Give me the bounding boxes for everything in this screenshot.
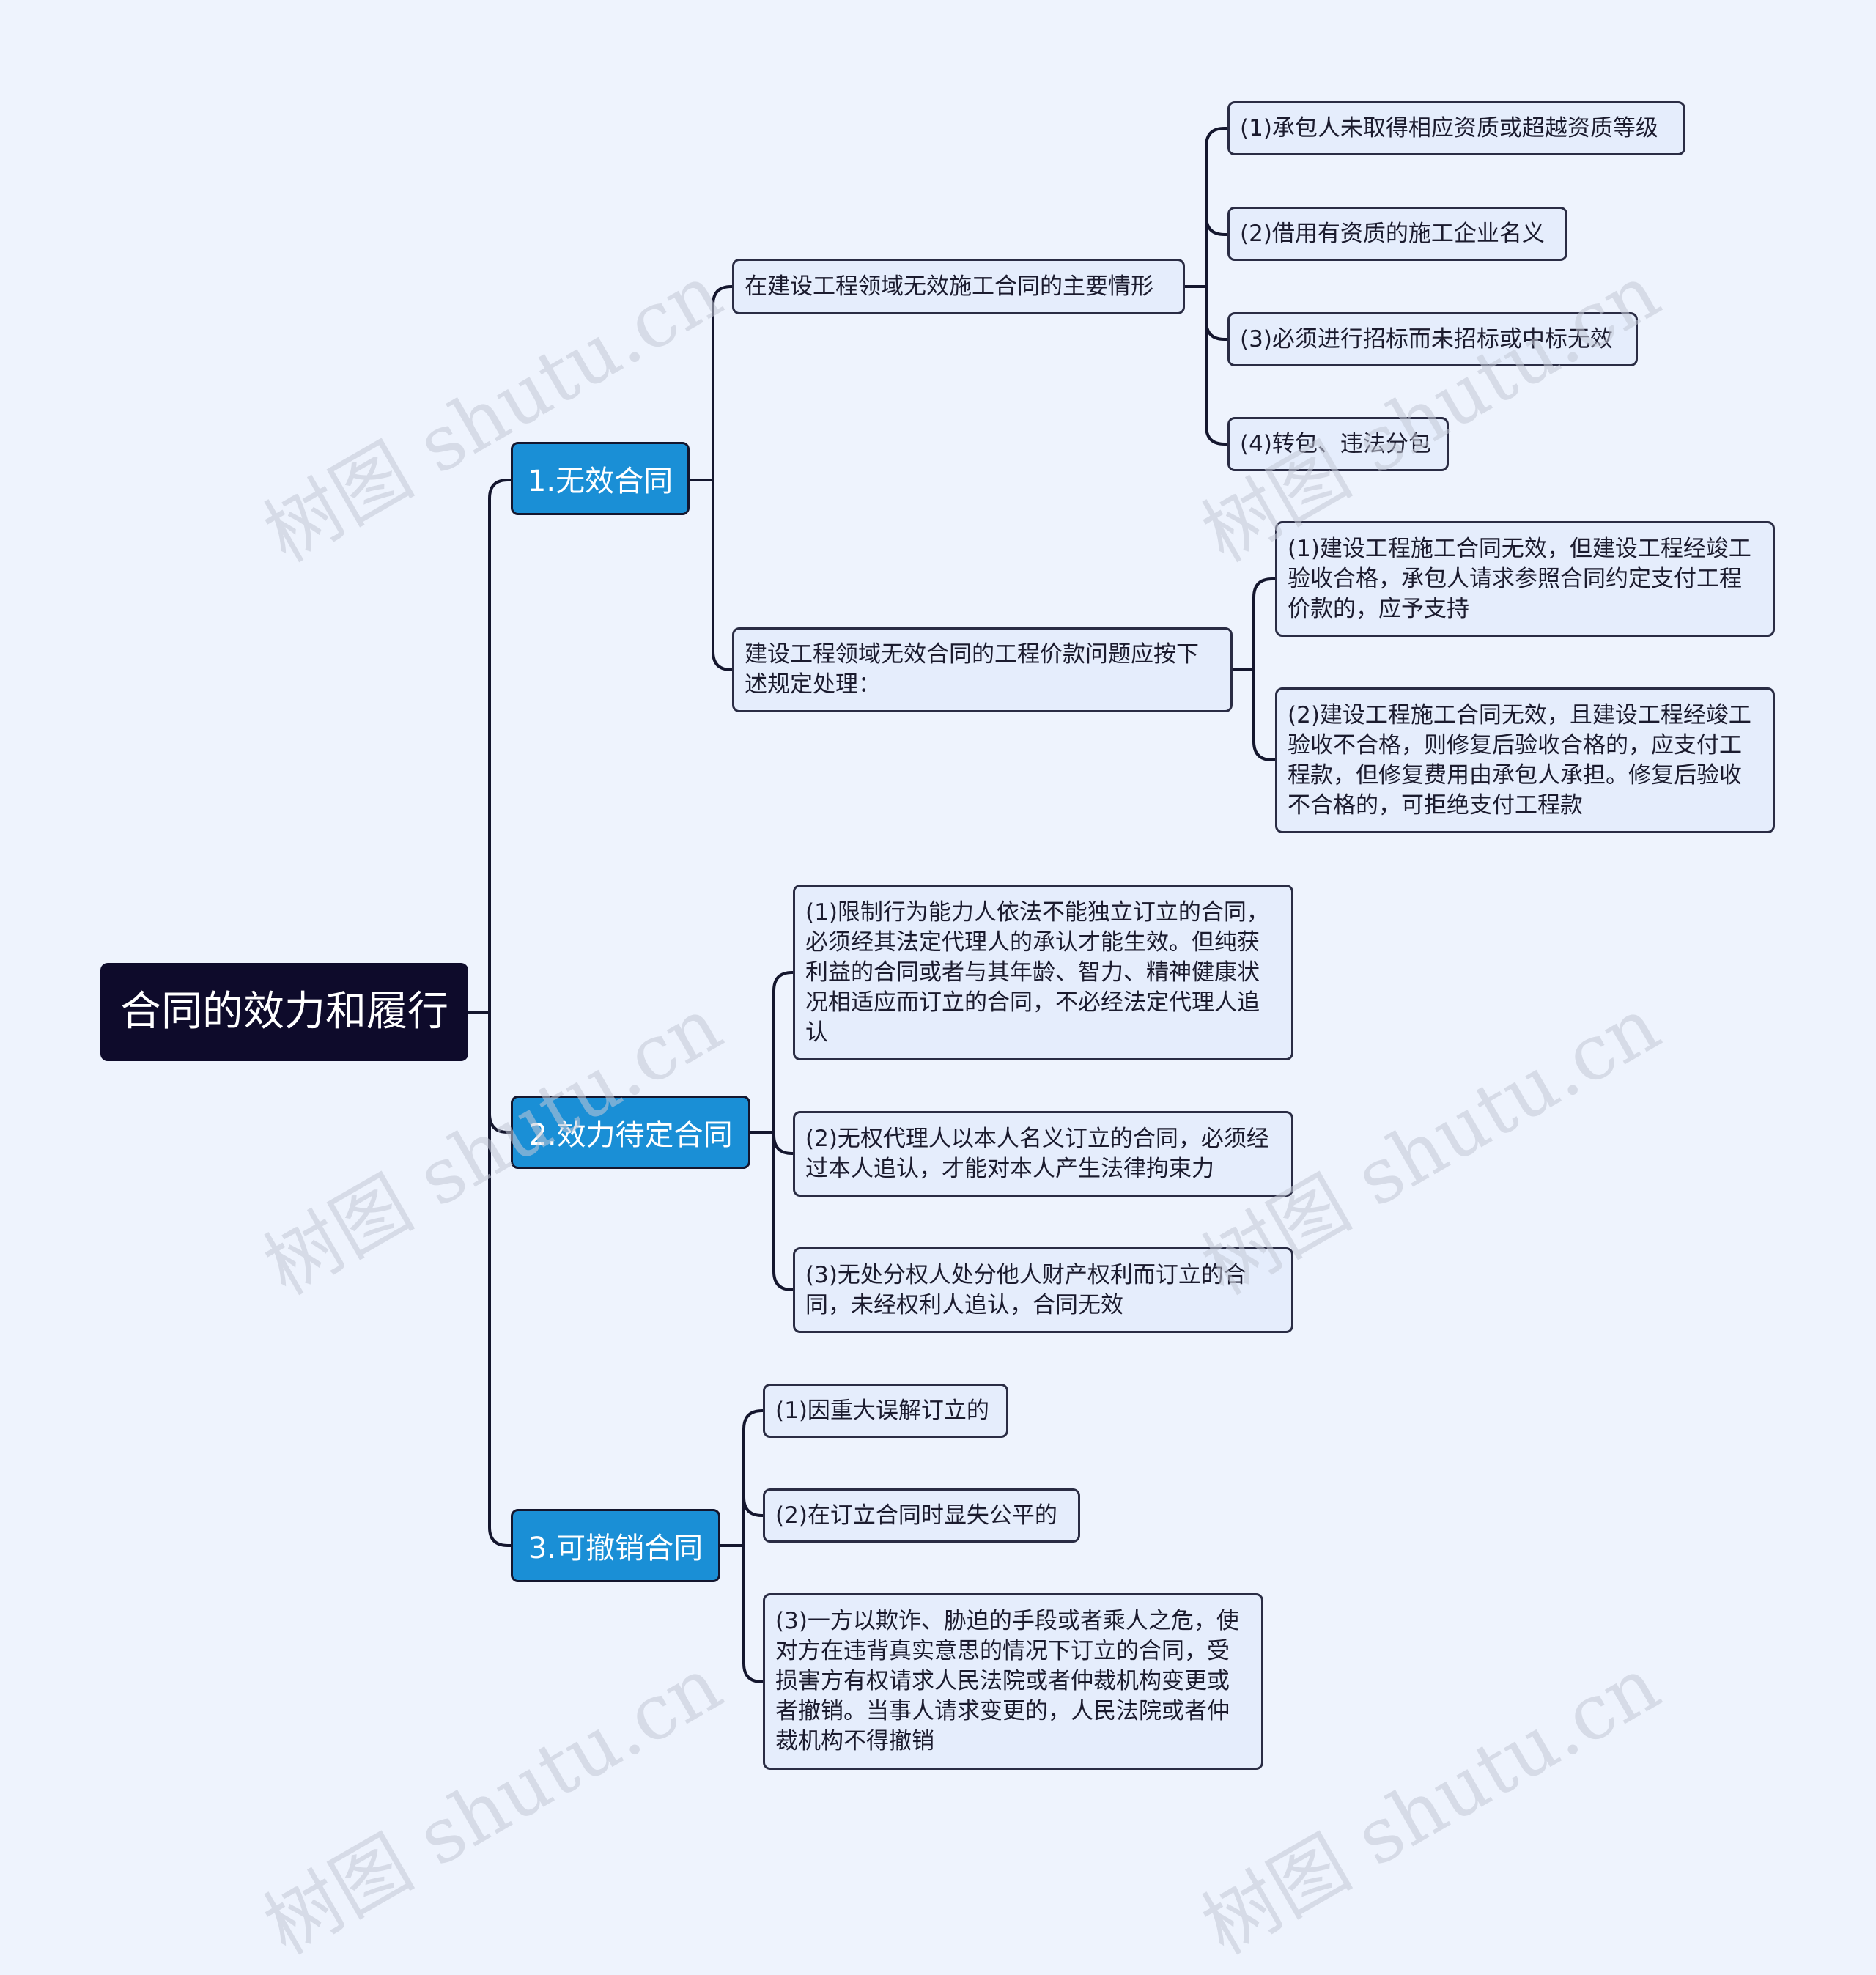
subtopic-invalid-situations[interactable]: 在建设工程领域无效施工合同的主要情形 bbox=[732, 259, 1185, 314]
leaf-label: (1)承包人未取得相应资质或超越资质等级 bbox=[1240, 114, 1658, 141]
leaf-pending-2[interactable]: (2)无权代理人以本人名义订立的合同，必须经过本人追认，才能对本人产生法律拘束力 bbox=[793, 1111, 1293, 1197]
leaf-pending-1[interactable]: (1)限制行为能力人依法不能独立订立的合同，必须经其法定代理人的承认才能生效。但… bbox=[793, 885, 1293, 1060]
connector-root-branch1 bbox=[467, 479, 514, 1014]
connector-branch1-sub2 bbox=[712, 479, 735, 671]
leaf-label: (4)转包、违法分包 bbox=[1240, 430, 1431, 457]
connector-branch1-sub1 bbox=[687, 285, 735, 481]
leaf-revocable-1[interactable]: (1)因重大误解订立的 bbox=[763, 1384, 1008, 1438]
mind-map-canvas: 合同的效力和履行 1.无效合同 2.效力待定合同 3.可撤销合同 在建设工程领域… bbox=[100, 101, 1775, 1971]
connector-root-branch2-stub bbox=[488, 1112, 514, 1134]
root-topic[interactable]: 合同的效力和履行 bbox=[100, 963, 468, 1061]
branch-label: 2.效力待定合同 bbox=[528, 1118, 733, 1152]
leaf-label: (1)限制行为能力人依法不能独立订立的合同，必须经其法定代理人的承认才能生效。但… bbox=[805, 898, 1269, 1046]
leaf-label: (3)无处分权人处分他人财产权利而订立的合同，未经权利人追认，合同无效 bbox=[805, 1261, 1247, 1318]
leaf-label: (2)在订立合同时显失公平的 bbox=[775, 1502, 1057, 1529]
branch-pending-validity-contract[interactable]: 2.效力待定合同 bbox=[511, 1096, 750, 1169]
connector-root-branch3 bbox=[488, 1011, 514, 1547]
branch-revocable-contract[interactable]: 3.可撤销合同 bbox=[511, 1509, 720, 1582]
leaf-price-rule-1[interactable]: (1)建设工程施工合同无效，但建设工程经竣工验收合格，承包人请求参照合同约定支付… bbox=[1275, 521, 1775, 637]
leaf-label: (1)建设工程施工合同无效，但建设工程经竣工验收合格，承包人请求参照合同约定支付… bbox=[1288, 535, 1751, 622]
leaf-situation-3[interactable]: (3)必须进行招标而未招标或中标无效 bbox=[1227, 312, 1638, 366]
leaf-revocable-3[interactable]: (3)一方以欺诈、胁迫的手段或者乘人之危，使对方在违背真实意思的情况下订立的合同… bbox=[763, 1593, 1263, 1770]
leaf-label: (3)必须进行招标而未招标或中标无效 bbox=[1240, 325, 1613, 352]
leaf-pending-3[interactable]: (3)无处分权人处分他人财产权利而订立的合同，未经权利人追认，合同无效 bbox=[793, 1247, 1293, 1333]
leaf-situation-1[interactable]: (1)承包人未取得相应资质或超越资质等级 bbox=[1227, 101, 1685, 155]
leaf-price-rule-2[interactable]: (2)建设工程施工合同无效，且建设工程经竣工验收不合格，则修复后验收合格的，应支… bbox=[1275, 687, 1775, 833]
connector-branch2-leaves bbox=[748, 971, 796, 1291]
leaf-situation-2[interactable]: (2)借用有资质的施工企业名义 bbox=[1227, 207, 1567, 261]
branch-invalid-contract[interactable]: 1.无效合同 bbox=[511, 442, 690, 515]
branch-label: 1.无效合同 bbox=[527, 465, 673, 498]
connector-lines bbox=[467, 127, 1278, 1683]
leaf-label: (2)建设工程施工合同无效，且建设工程经竣工验收不合格，则修复后验收合格的，应支… bbox=[1288, 701, 1751, 819]
leaf-label: (3)一方以欺诈、胁迫的手段或者乘人之危，使对方在违背真实意思的情况下订立的合同… bbox=[775, 1608, 1239, 1754]
leaf-label: (1)因重大误解订立的 bbox=[775, 1397, 989, 1424]
leaf-label: (2)无权代理人以本人名义订立的合同，必须经过本人追认，才能对本人产生法律拘束力 bbox=[805, 1125, 1269, 1182]
connector-sub2-leaves bbox=[1230, 577, 1278, 761]
leaf-situation-4[interactable]: (4)转包、违法分包 bbox=[1227, 417, 1449, 471]
connector-sub1-leaves bbox=[1183, 127, 1230, 446]
branch-label: 3.可撤销合同 bbox=[528, 1532, 704, 1565]
subtopic-label: 建设工程领域无效合同的工程价款问题应按下述规定处理： bbox=[745, 641, 1199, 698]
subtopic-label: 在建设工程领域无效施工合同的主要情形 bbox=[745, 273, 1153, 300]
subtopic-price-handling[interactable]: 建设工程领域无效合同的工程价款问题应按下述规定处理： bbox=[732, 627, 1233, 712]
leaf-label: (2)借用有资质的施工企业名义 bbox=[1240, 220, 1545, 247]
connector-branch3-leaves bbox=[718, 1409, 766, 1683]
leaf-revocable-2[interactable]: (2)在订立合同时显失公平的 bbox=[763, 1488, 1080, 1543]
